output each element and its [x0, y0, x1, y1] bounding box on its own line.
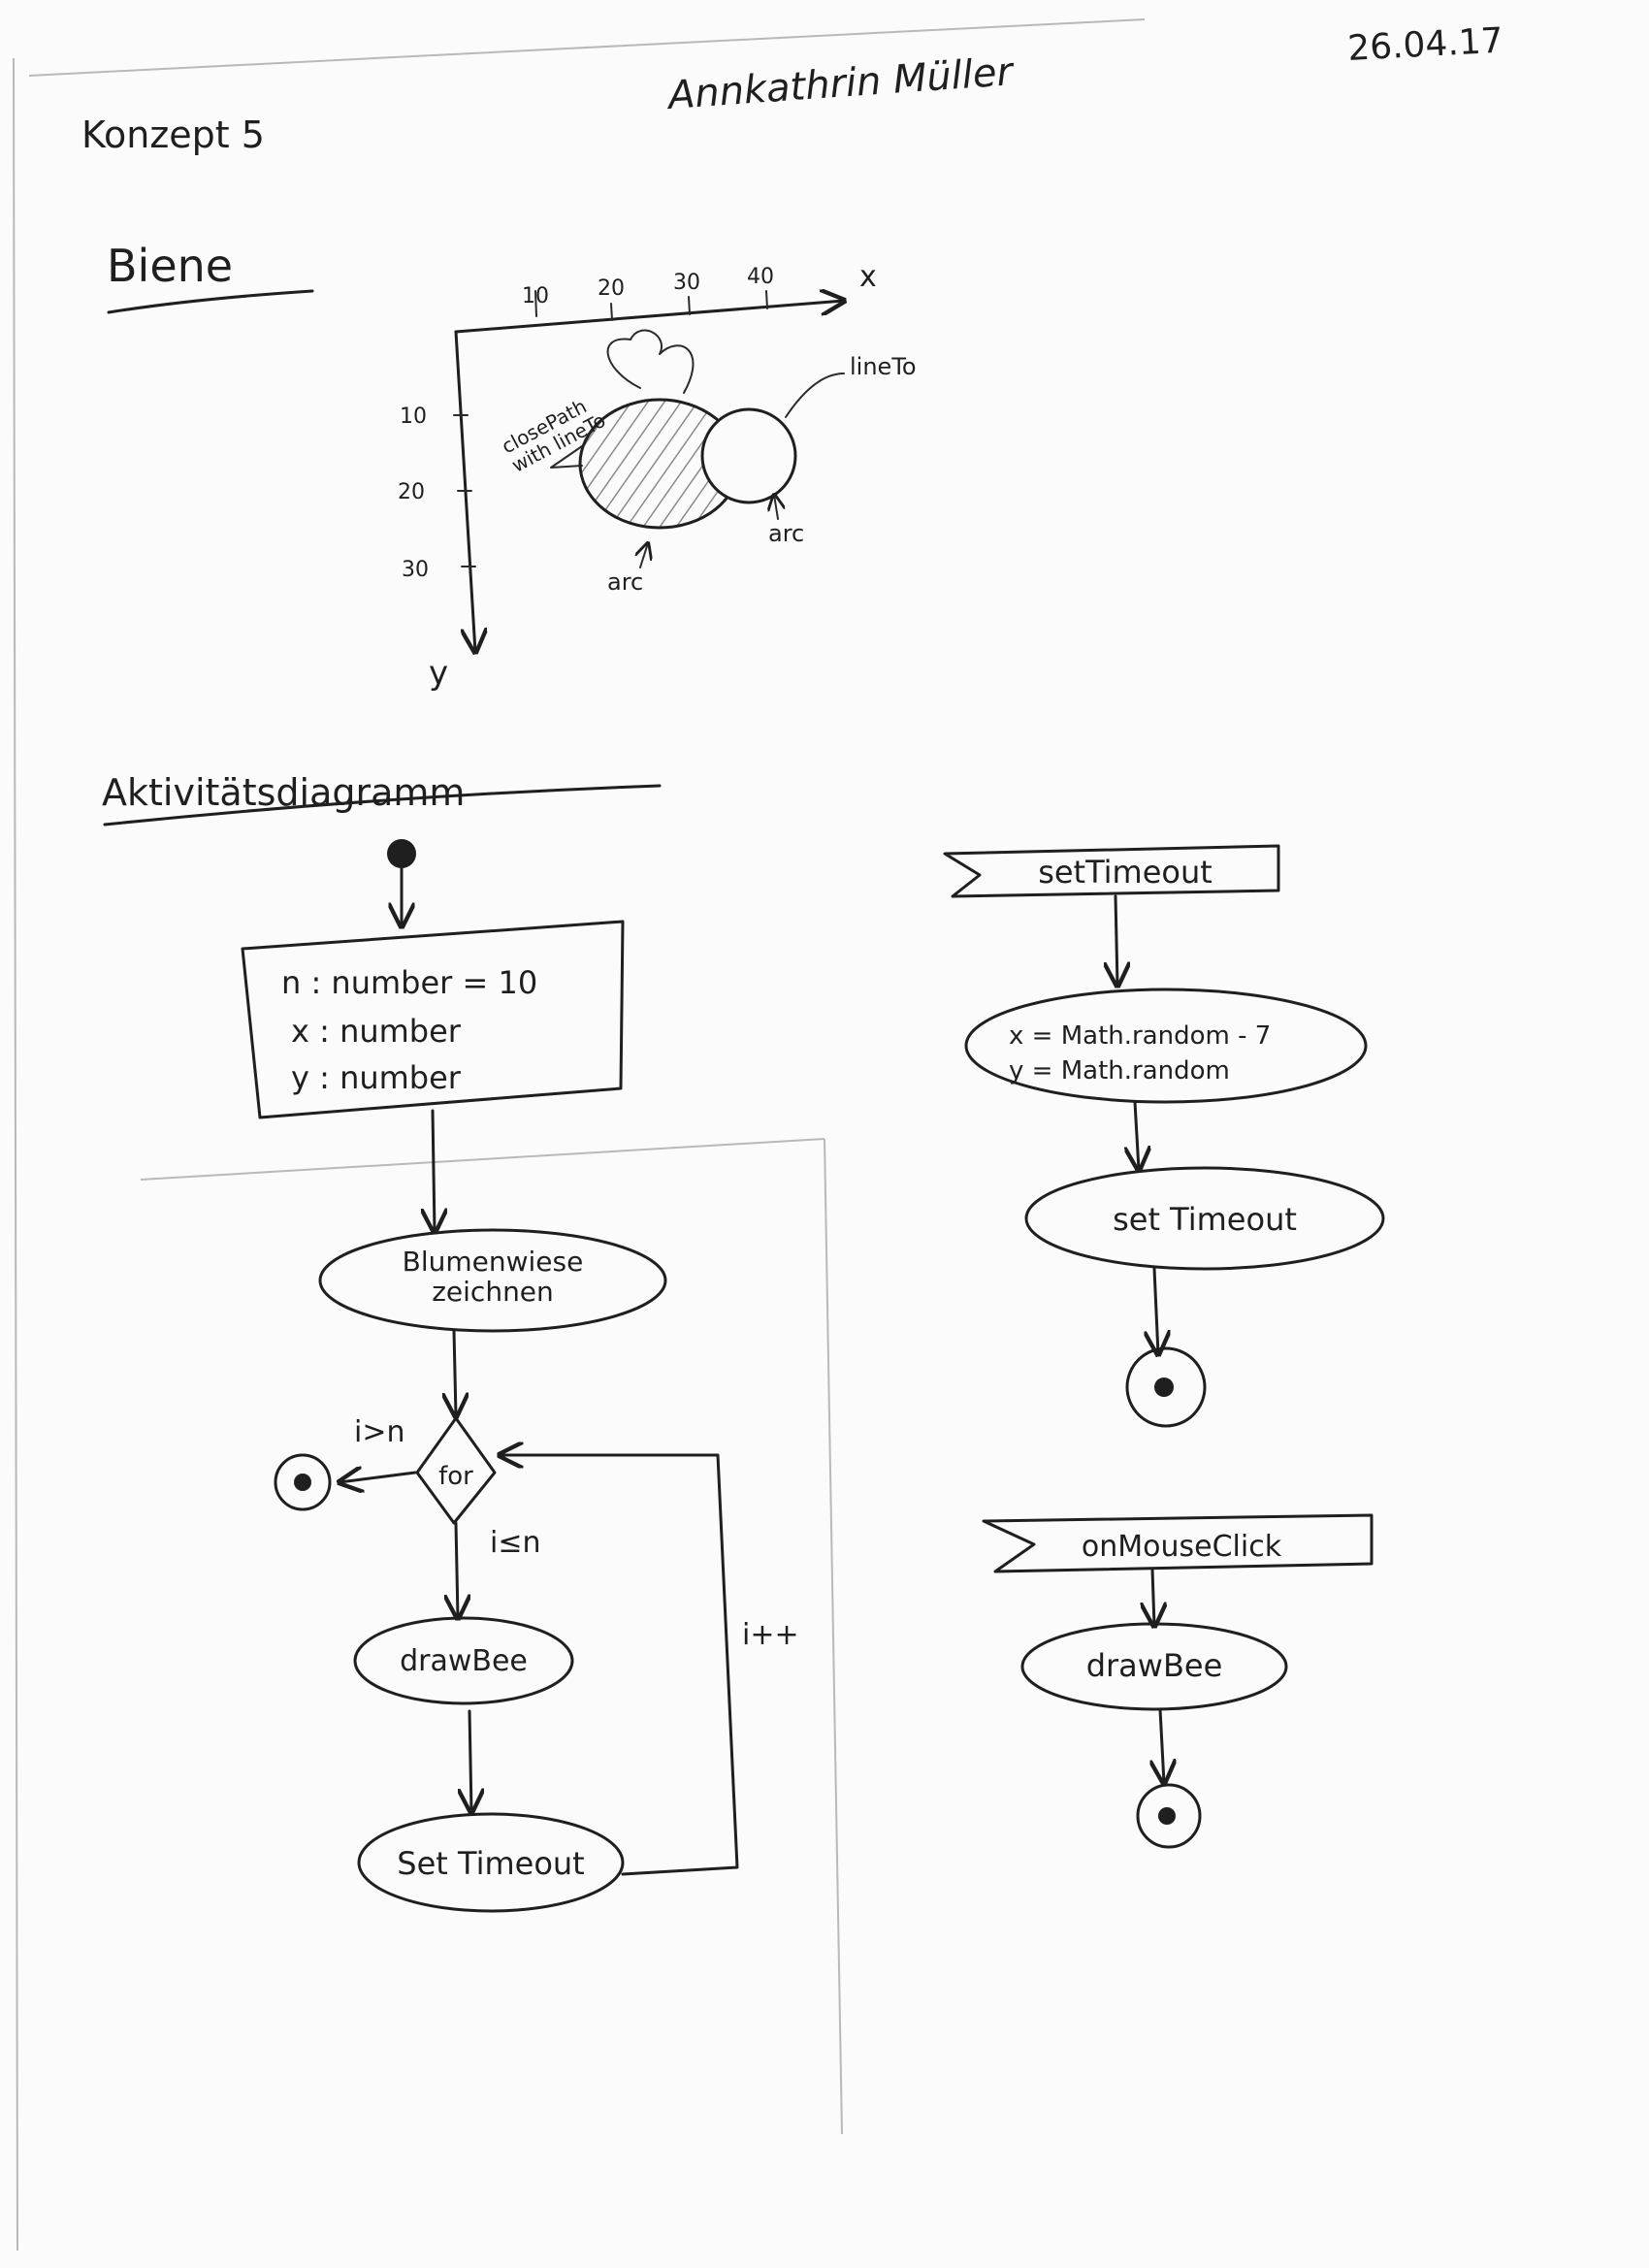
bee-sketch: closePathwith lineTo lineTo arc arc	[498, 329, 917, 596]
declaration-line: n : number = 10	[281, 964, 537, 1001]
timeout-event-flow: setTimeout x = Math.random - 7 y = Math.…	[943, 844, 1385, 1428]
timeout-final-node	[1125, 1346, 1207, 1428]
initial-node	[387, 839, 416, 868]
draw-meadow-action	[318, 1228, 667, 1333]
set-timeout-signal-label: setTimeout	[1038, 854, 1212, 891]
body-arc-note: arc	[607, 568, 643, 596]
loop-label: i++	[742, 1618, 799, 1652]
exit-guard: i>n	[354, 1415, 405, 1449]
draw-bee-action-right	[1020, 1622, 1288, 1711]
x-tick-mark	[610, 303, 613, 321]
random-y-line: y = Math.random	[1009, 1056, 1230, 1085]
set-timeout-label: Set Timeout	[397, 1845, 584, 1882]
top-edge-line	[28, 18, 1146, 77]
flow-arrow	[469, 1709, 471, 1812]
loop-back-arrow	[500, 1455, 739, 1876]
continue-guard: i≤n	[490, 1526, 541, 1560]
draw-bee-label: drawBee	[400, 1644, 528, 1678]
declarations-box	[241, 920, 625, 1119]
date: 26.04.17	[1346, 21, 1504, 69]
flow-arrow	[454, 1329, 456, 1416]
flow-arrow	[1152, 1568, 1154, 1626]
bee-stinger	[550, 445, 583, 469]
x-tick-mark	[765, 290, 768, 309]
set-timeout-action-right	[1024, 1166, 1385, 1271]
y-tick-label: 30	[402, 558, 429, 582]
head-arc-note: arc	[768, 520, 804, 547]
main-final-node-dot	[294, 1474, 311, 1491]
left-margin-line	[13, 57, 18, 2252]
declaration-line: x : number	[291, 1013, 462, 1050]
bee-head	[700, 407, 797, 504]
activity-title-underline	[103, 784, 662, 826]
body-arc-arrow	[640, 543, 648, 568]
flow-arrow	[456, 1521, 458, 1618]
flow-arrow	[1154, 1267, 1158, 1354]
head-arc-arrow	[774, 495, 778, 520]
flow-arrow	[1135, 1100, 1139, 1170]
for-decision-node	[415, 1416, 497, 1525]
draw-bee-right-label: drawBee	[1086, 1647, 1223, 1684]
main-activity-flow: n : number = 10 x : number y : number Bl…	[241, 839, 799, 1913]
timeout-final-node-dot	[1154, 1377, 1174, 1397]
sheet-fold-line	[140, 1138, 825, 1181]
set-timeout-right-label: set Timeout	[1113, 1201, 1297, 1238]
set-timeout-action	[357, 1812, 625, 1913]
coordinate-system: x y 10 20 30 40 10 20 30	[398, 260, 877, 693]
y-tick-label: 20	[398, 480, 425, 504]
declaration-line: y : number	[291, 1059, 462, 1096]
exit-flow-arrow	[340, 1473, 417, 1482]
decision-label: for	[438, 1462, 473, 1491]
bee-title-underline	[107, 289, 314, 314]
lineto-note: lineTo	[850, 353, 917, 380]
random-position-action	[964, 988, 1368, 1104]
lineto-arrow	[785, 373, 845, 418]
random-x-line: x = Math.random - 7	[1009, 1021, 1271, 1051]
mouse-click-signal-label: onMouseClick	[1082, 1530, 1282, 1564]
author-name: Annkathrin Müller	[663, 49, 1016, 118]
x-tick-label: 10	[522, 284, 549, 308]
draw-bee-action	[353, 1616, 574, 1705]
click-final-node-dot	[1158, 1807, 1176, 1825]
sheet-fold-vertical	[824, 1138, 843, 2135]
mouse-click-signal	[982, 1513, 1374, 1573]
concept-label: Konzept 5	[81, 113, 265, 156]
main-final-node	[274, 1453, 332, 1511]
x-tick-label: 20	[598, 276, 625, 301]
x-tick-label: 40	[747, 265, 774, 289]
x-axis-label: x	[859, 260, 877, 294]
x-tick-label: 30	[673, 271, 700, 295]
click-final-node	[1136, 1783, 1202, 1849]
bee-wings	[606, 329, 695, 394]
y-axis-label: y	[429, 654, 448, 693]
flow-arrow	[1116, 894, 1117, 986]
set-timeout-signal	[943, 844, 1280, 898]
flow-arrow	[1160, 1707, 1164, 1783]
bee-section-title: Biene	[107, 240, 233, 292]
click-event-flow: onMouseClick drawBee	[982, 1513, 1374, 1849]
flow-arrow	[433, 1109, 435, 1232]
y-tick-label: 10	[400, 405, 427, 429]
x-tick-mark	[534, 290, 537, 317]
x-axis	[454, 301, 844, 334]
x-tick-mark	[688, 296, 691, 315]
